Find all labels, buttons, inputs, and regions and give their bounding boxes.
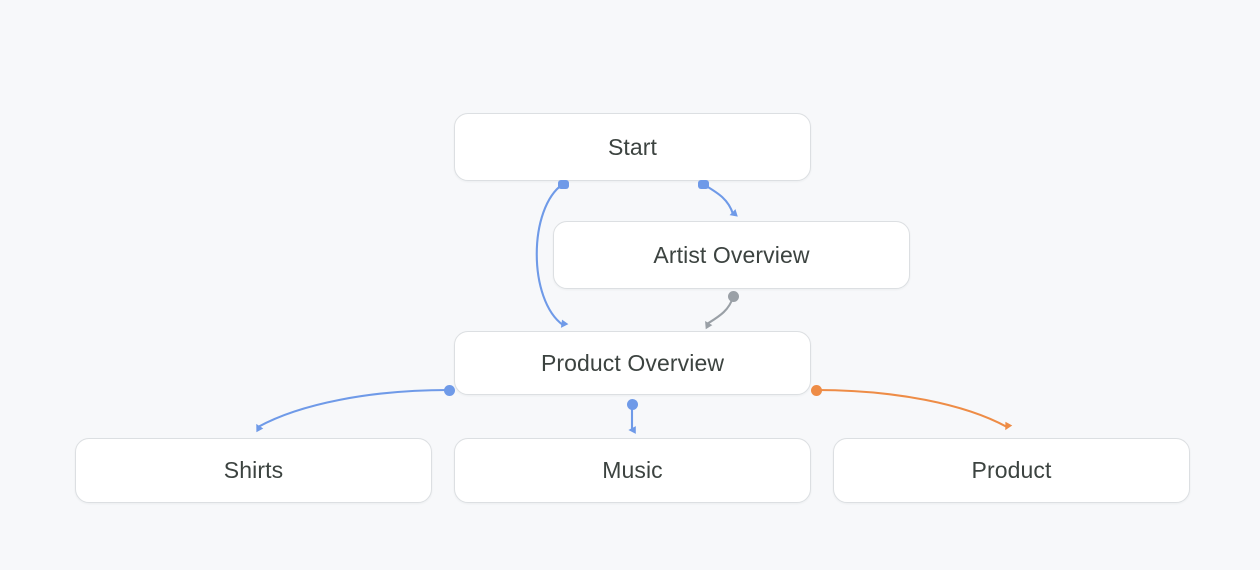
node-start[interactable]: Start [454, 113, 811, 181]
node-music-label: Music [602, 457, 663, 483]
node-start-label: Start [607, 133, 658, 160]
edge-product-overview-to-product [815, 388, 1013, 431]
node-music[interactable]: Music [454, 438, 811, 503]
node-shirts[interactable]: Shirts [75, 438, 432, 503]
handle-product-overview-source-left[interactable] [443, 384, 455, 396]
node-shirts-label: Shirts [223, 457, 284, 483]
node-product-label: Product [971, 457, 1052, 483]
handle-start-source-right[interactable] [697, 179, 709, 189]
node-product-overview[interactable]: Product Overview [454, 331, 811, 395]
node-product-overview-label: Product Overview [540, 349, 725, 376]
node-artist-overview[interactable]: Artist Overview [553, 221, 910, 289]
node-product[interactable]: Product [833, 438, 1190, 503]
edge-product-overview-to-shirts [256, 388, 450, 433]
handle-product-overview-source-bottom[interactable] [626, 398, 638, 410]
handle-product-overview-source-right[interactable] [810, 384, 822, 396]
handle-start-source-left[interactable] [557, 179, 569, 189]
edge-start-to-artist-overview [702, 183, 738, 217]
node-artist-overview-label: Artist Overview [653, 241, 810, 268]
edge-artist-overview-to-product-overview [705, 296, 735, 330]
handle-artist-overview-source-bottom[interactable] [727, 290, 739, 302]
